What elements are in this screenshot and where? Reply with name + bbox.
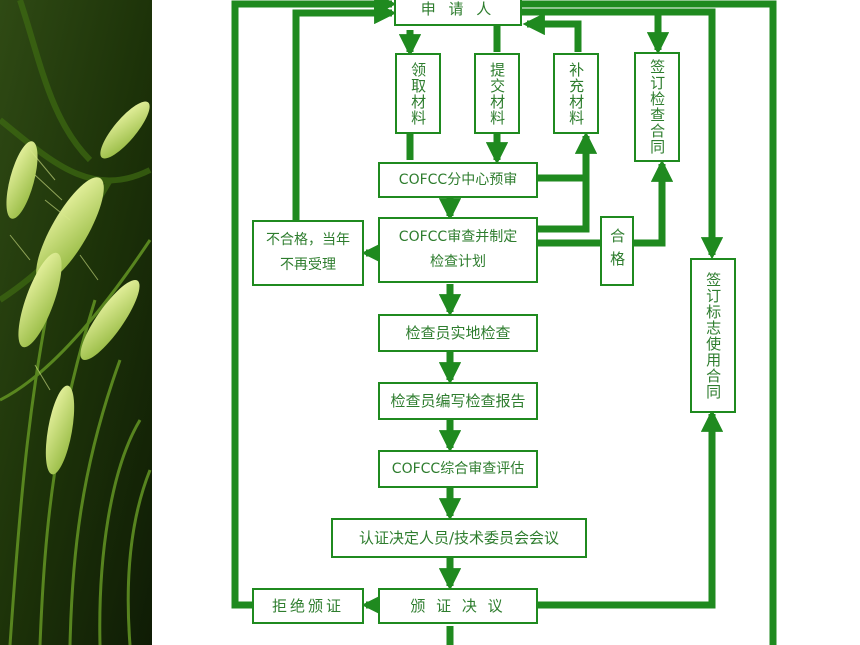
node-sign-inspection-contract: 签订检查合同 bbox=[634, 52, 680, 162]
decision-label: 颁 证 决 议 bbox=[410, 596, 506, 615]
node-comprehensive-review: COFCC综合审查评估 bbox=[378, 450, 538, 488]
node-inspection-report: 检查员编写检查报告 bbox=[378, 382, 538, 420]
submit-materials-label: 提交材料 bbox=[488, 61, 507, 126]
node-reject: 拒绝颁证 bbox=[252, 588, 364, 624]
applicant-label: 申 请 人 bbox=[420, 0, 496, 18]
node-decision: 颁 证 决 议 bbox=[378, 588, 538, 624]
sign-logo-contract-label: 签订标志使用合同 bbox=[704, 271, 723, 400]
node-submit-materials: 提交材料 bbox=[474, 53, 520, 134]
wheat-photo bbox=[0, 0, 152, 645]
branch-review-label: COFCC分中心预审 bbox=[398, 171, 518, 188]
node-sign-logo-contract: 签订标志使用合同 bbox=[690, 258, 736, 413]
inspection-report-label: 检查员编写检查报告 bbox=[390, 391, 526, 410]
review-plan-line2: 检查计划 bbox=[430, 254, 486, 270]
committee-meeting-label: 认证决定人员/技术委员会会议 bbox=[358, 528, 560, 547]
node-supplement-materials: 补充材料 bbox=[553, 53, 599, 134]
node-committee-meeting: 认证决定人员/技术委员会会议 bbox=[331, 518, 587, 558]
onsite-inspection-label: 检查员实地检查 bbox=[405, 323, 511, 342]
node-applicant: 申 请 人 bbox=[394, 0, 522, 26]
unqualified-line1: 不合格，当年 bbox=[266, 232, 350, 249]
node-unqualified: 不合格，当年 不再受理 bbox=[252, 220, 364, 286]
sign-inspection-contract-label: 签订检查合同 bbox=[648, 59, 667, 155]
comprehensive-review-label: COFCC综合审查评估 bbox=[391, 460, 525, 477]
get-materials-label: 领取材料 bbox=[409, 61, 428, 126]
qualified-label: 合格 bbox=[608, 228, 627, 274]
node-review-plan: COFCC审查并制定 检查计划 bbox=[378, 217, 538, 283]
unqualified-line2: 不再受理 bbox=[280, 257, 336, 273]
reject-label: 拒绝颁证 bbox=[271, 596, 344, 615]
node-get-materials: 领取材料 bbox=[395, 53, 441, 134]
review-plan-line1: COFCC审查并制定 bbox=[398, 229, 518, 246]
supplement-materials-label: 补充材料 bbox=[567, 61, 586, 126]
node-qualified: 合格 bbox=[600, 216, 634, 286]
node-branch-review: COFCC分中心预审 bbox=[378, 162, 538, 198]
node-onsite-inspection: 检查员实地检查 bbox=[378, 314, 538, 352]
